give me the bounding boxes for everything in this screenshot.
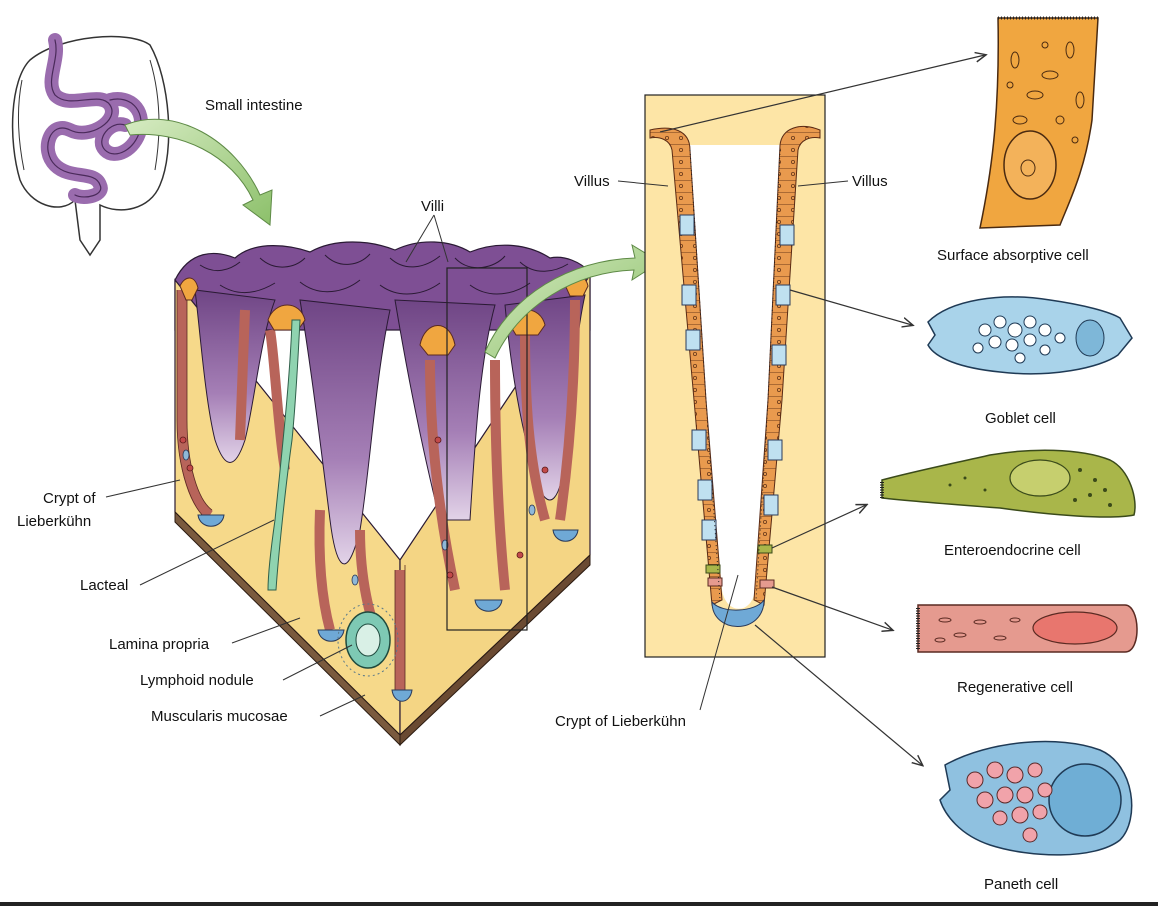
green-arrow-to-block [124, 118, 273, 226]
goblet-cell-illustration [927, 296, 1133, 375]
lymphoid-nodule [337, 603, 399, 677]
arrow-to-surface-absorptive [659, 55, 985, 133]
bottom-border [0, 902, 1158, 906]
arrow-to-regenerative [771, 586, 892, 630]
arrow-to-paneth [754, 624, 922, 765]
regenerative-cell-illustration [916, 604, 1138, 653]
surface-absorptive-cell-illustration [979, 16, 1099, 229]
label-regenerative-cell: Regenerative cell [957, 679, 1073, 696]
paneth-cell-illustration [939, 740, 1133, 856]
tissue-block [174, 241, 591, 747]
label-villi: Villi [421, 198, 444, 215]
lacteal-vessel [267, 319, 301, 591]
label-lamina-propria: Lamina propria [109, 636, 210, 653]
small-intestine-illustration [11, 33, 170, 257]
label-lymphoid-nodule: Lymphoid nodule [140, 672, 254, 689]
labels: Small intestine Villi Villus Villus Cryp… [17, 97, 1089, 893]
label-villus-left: Villus [574, 173, 610, 190]
arrow-to-goblet [789, 289, 912, 325]
label-paneth-cell: Paneth cell [984, 876, 1058, 893]
label-crypt-left-1: Crypt of [43, 490, 96, 507]
label-small-intestine: Small intestine [205, 97, 303, 114]
label-goblet-cell: Goblet cell [985, 410, 1056, 427]
label-crypt-center: Crypt of Lieberkühn [555, 713, 686, 730]
enlarged-crypt-panel [644, 94, 826, 658]
label-muscularis-mucosae: Muscularis mucosae [151, 708, 288, 725]
enteroendocrine-cell-illustration [880, 449, 1136, 518]
label-surface-absorptive-cell: Surface absorptive cell [937, 247, 1089, 264]
label-crypt-left-2: Lieberkühn [17, 513, 91, 530]
inset-region-box [446, 267, 528, 631]
label-villus-right: Villus [852, 173, 888, 190]
label-lacteal: Lacteal [80, 577, 128, 594]
arrow-to-enteroendocrine [771, 505, 866, 549]
label-enteroendocrine-cell: Enteroendocrine cell [944, 542, 1081, 559]
